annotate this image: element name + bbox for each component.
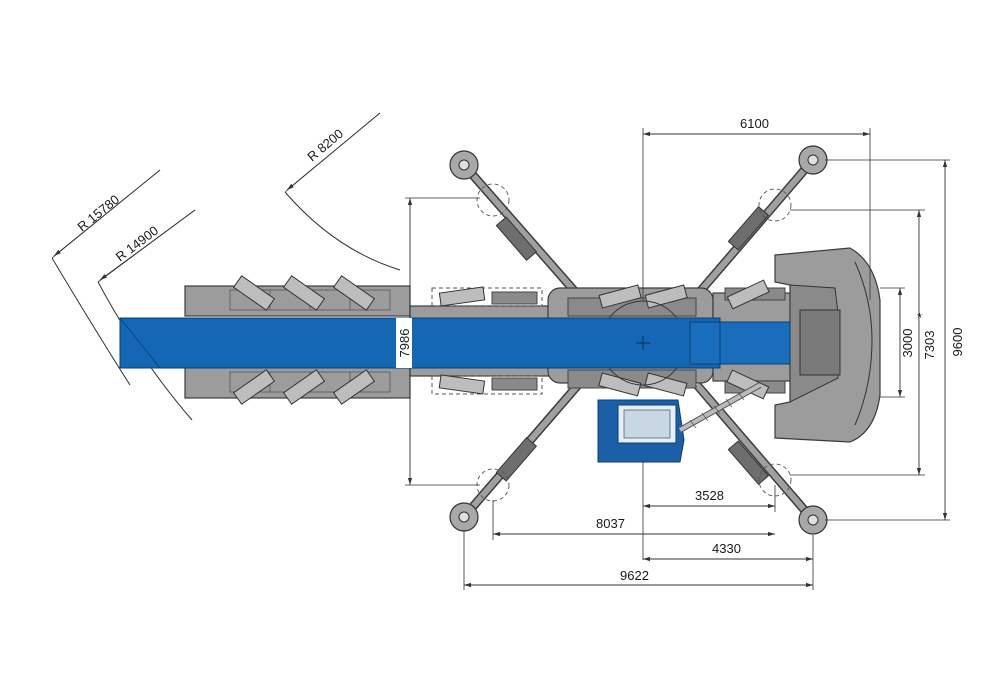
- carrier-cab: [774, 247, 881, 443]
- dim-7986-bg: [396, 318, 412, 368]
- outriggers: [449, 145, 828, 535]
- dim-7986-label: 7986: [397, 329, 412, 358]
- dim-4330-label: 4330: [712, 541, 741, 556]
- wheels: [232, 275, 770, 405]
- dim-7303-asterisk: *: [917, 310, 922, 325]
- dim-3000-label: 3000: [900, 329, 915, 358]
- radius-14900-label: R 14900: [113, 223, 161, 265]
- outrigger-pad-front-bottom: [798, 505, 828, 535]
- outrigger-pad-rear-top: [449, 150, 479, 180]
- dim-9622-label: 9622: [620, 568, 649, 583]
- telescopic-boom: [119, 317, 791, 369]
- outrigger-pad-front-top: [798, 145, 828, 175]
- arc-r15780: [51, 257, 131, 386]
- dim-7303-label: 7303: [922, 331, 937, 360]
- dim-6100-label: 6100: [740, 116, 769, 131]
- radius-15780-label: R 15780: [74, 192, 122, 235]
- operator-cab: [597, 382, 762, 463]
- dim-8037-label: 8037: [596, 516, 625, 531]
- arc-r8200: [284, 191, 401, 271]
- dim-3528-label: 3528: [695, 488, 724, 503]
- outrigger-pad-rear-bottom: [449, 502, 479, 532]
- dim-9600-label: 9600: [950, 328, 965, 357]
